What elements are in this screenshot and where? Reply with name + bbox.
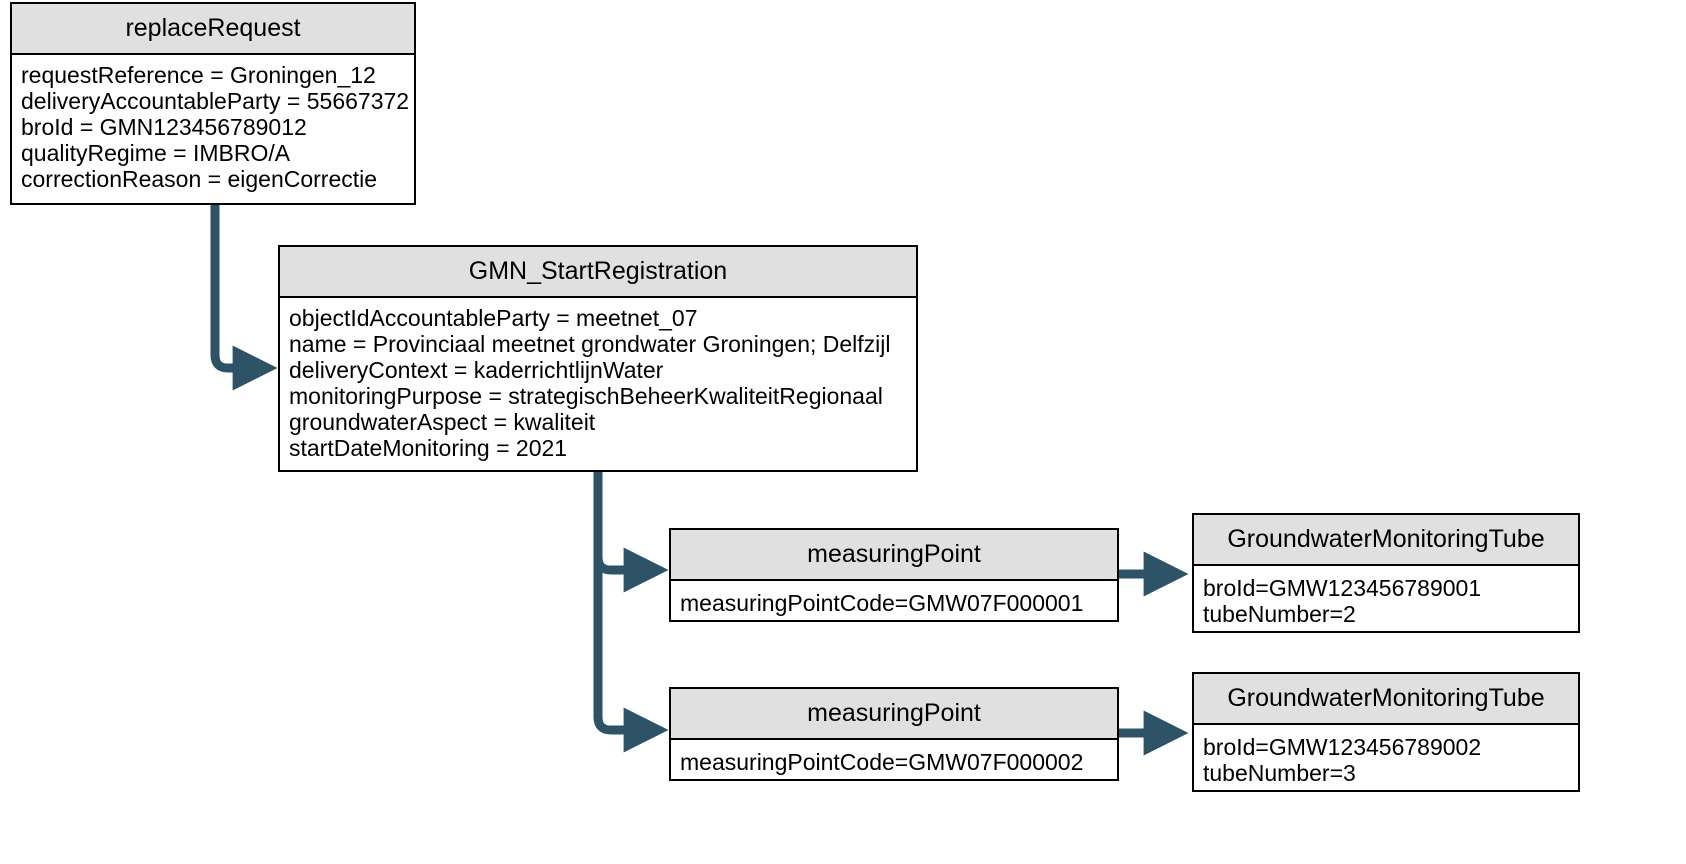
node-measuring-point-1-header: measuringPoint bbox=[671, 530, 1117, 581]
attribute-row: requestReference = Groningen_12 bbox=[21, 62, 376, 88]
node-tube-2[interactable]: GroundwaterMonitoringTube broId=GMW12345… bbox=[1192, 672, 1580, 792]
attribute-row: correctionReason = eigenCorrectie bbox=[21, 166, 378, 193]
node-measuring-point-2-header: measuringPoint bbox=[671, 689, 1117, 740]
attribute-row: qualityRegime = IMBRO/A bbox=[21, 140, 291, 167]
attribute-row: tubeNumber=2 bbox=[1203, 601, 1356, 628]
node-tube-2-body: broId=GMW123456789002 tubeNumber=3 bbox=[1194, 725, 1578, 795]
attribute-row: monitoringPurpose = strategischBeheerKwa… bbox=[289, 383, 883, 410]
attribute-row: measuringPointCode=GMW07F000001 bbox=[680, 590, 1084, 616]
attribute-row: objectIdAccountableParty = meetnet_07 bbox=[289, 305, 698, 331]
node-tube-1[interactable]: GroundwaterMonitoringTube broId=GMW12345… bbox=[1192, 513, 1580, 633]
node-replace-request[interactable]: replaceRequest requestReference = Gronin… bbox=[10, 2, 416, 205]
node-start-registration-header: GMN_StartRegistration bbox=[280, 247, 916, 298]
attribute-row: name = Provinciaal meetnet grondwater Gr… bbox=[289, 331, 891, 358]
node-measuring-point-2-body: measuringPointCode=GMW07F000002 bbox=[671, 740, 1117, 784]
attribute-row: tubeNumber=3 bbox=[1203, 760, 1356, 787]
node-replace-request-header: replaceRequest bbox=[12, 4, 414, 55]
connector-start-registration-to-measuring-point-1 bbox=[593, 472, 669, 593]
node-measuring-point-1-body: measuringPointCode=GMW07F000001 bbox=[671, 581, 1117, 625]
node-start-registration-body: objectIdAccountableParty = meetnet_07 na… bbox=[280, 298, 916, 471]
node-tube-1-header: GroundwaterMonitoringTube bbox=[1194, 515, 1578, 566]
node-measuring-point-2[interactable]: measuringPoint measuringPointCode=GMW07F… bbox=[669, 687, 1119, 781]
attribute-row: measuringPointCode=GMW07F000002 bbox=[680, 749, 1084, 775]
node-replace-request-body: requestReference = Groningen_12 delivery… bbox=[12, 55, 414, 201]
node-tube-1-body: broId=GMW123456789001 tubeNumber=2 bbox=[1194, 566, 1578, 636]
attribute-row: deliveryContext = kaderrichtlijnWater bbox=[289, 357, 664, 384]
node-tube-2-header: GroundwaterMonitoringTube bbox=[1194, 674, 1578, 725]
attribute-row: startDateMonitoring = 2021 bbox=[289, 435, 568, 462]
attribute-row: broId = GMN123456789012 bbox=[21, 114, 307, 141]
connector-replace-request-to-start-registration bbox=[210, 205, 278, 391]
attribute-row: broId=GMW123456789001 bbox=[1203, 575, 1482, 601]
attribute-row: deliveryAccountableParty = 55667372 bbox=[21, 88, 410, 115]
attribute-row: groundwaterAspect = kwaliteit bbox=[289, 409, 596, 436]
attribute-row: broId=GMW123456789002 bbox=[1203, 734, 1482, 760]
node-start-registration[interactable]: GMN_StartRegistration objectIdAccountabl… bbox=[278, 245, 918, 472]
connector-start-registration-to-measuring-point-2 bbox=[593, 472, 669, 753]
node-measuring-point-1[interactable]: measuringPoint measuringPointCode=GMW07F… bbox=[669, 528, 1119, 622]
